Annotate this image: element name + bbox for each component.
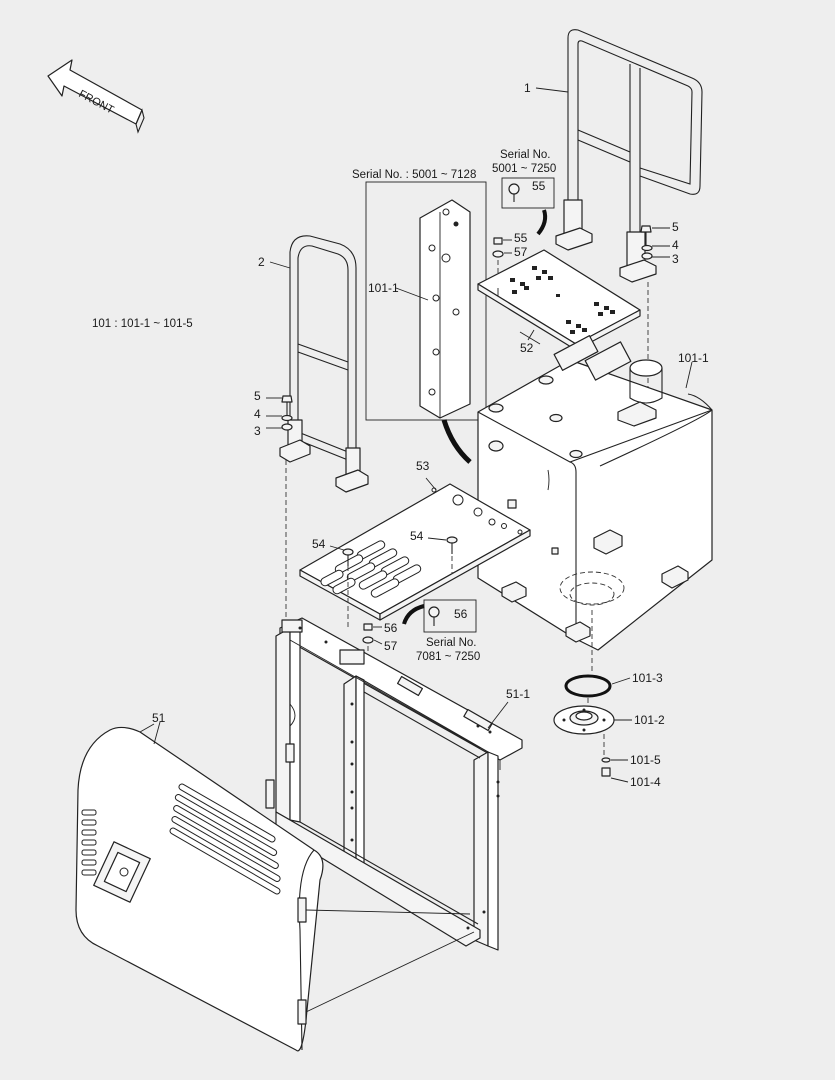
leader-lines: [153, 87, 693, 745]
callout-57-top: 57: [514, 245, 528, 259]
callout-56: 56: [384, 621, 398, 635]
callout-1: 1: [524, 81, 531, 95]
callout-101-2: 101-2: [634, 713, 665, 727]
callout-4-right: 4: [672, 238, 679, 252]
bolt-set-right: [640, 225, 670, 260]
hydraulic-tank: [477, 335, 713, 674]
callout-54-left: 54: [312, 537, 326, 551]
callout-56-box: 56: [454, 607, 468, 621]
bolt-set-left: [266, 395, 293, 431]
callout-53: 53: [416, 459, 430, 473]
callout-3-left: 3: [254, 424, 261, 438]
callout-57-bottom: 57: [384, 639, 398, 653]
callout-2: 2: [258, 255, 265, 269]
serial-note-top-right-line2: 5001 ~ 7250: [492, 163, 556, 175]
callout-101-1-tank: 101-1: [678, 351, 709, 365]
callout-4-left: 4: [254, 407, 261, 421]
callout-51-1: 51-1: [506, 687, 530, 701]
door-panel-51: [75, 723, 475, 1052]
callout-55: 55: [514, 231, 528, 245]
washer-bolt-101: [601, 757, 629, 783]
serial-note-bottom-line1: Serial No.: [426, 637, 477, 649]
callout-5-left: 5: [254, 389, 261, 403]
callout-3-right: 3: [672, 252, 679, 266]
door-frame-51-1: [265, 617, 523, 951]
front-direction-arrow: FRONT: [47, 59, 145, 134]
bolt-55-washer-57: [492, 237, 512, 280]
serial-group-box-left: [365, 181, 487, 464]
bolts-54: [329, 536, 458, 630]
callout-101-3: 101-3: [632, 671, 663, 685]
serial-group-box-bottom: [402, 599, 477, 633]
o-ring-101-3: [564, 674, 631, 708]
note-part-range: 101 : 101-1 ~ 101-5: [92, 318, 193, 330]
serial-note-top-left: Serial No. : 5001 ~ 7128: [352, 169, 476, 181]
serial-note-top-right-line1: Serial No.: [500, 149, 551, 161]
callout-5-right: 5: [672, 220, 679, 234]
callout-101-5: 101-5: [630, 753, 661, 767]
callout-55-box: 55: [532, 179, 546, 193]
callout-54-right: 54: [410, 529, 424, 543]
serial-note-bottom-line2: 7081 ~ 7250: [416, 651, 480, 663]
cover-plate-52: [477, 249, 641, 351]
drain-cover-101-2: [553, 705, 632, 756]
callout-51: 51: [152, 711, 166, 725]
callout-52: 52: [520, 341, 534, 355]
serial-group-box-right: [501, 177, 555, 236]
callout-101-4: 101-4: [630, 775, 661, 789]
cover-plate-53: [299, 477, 531, 621]
callout-101-1-side-plate: 101-1: [368, 281, 399, 295]
bolt-56-washer-57: [362, 623, 383, 660]
